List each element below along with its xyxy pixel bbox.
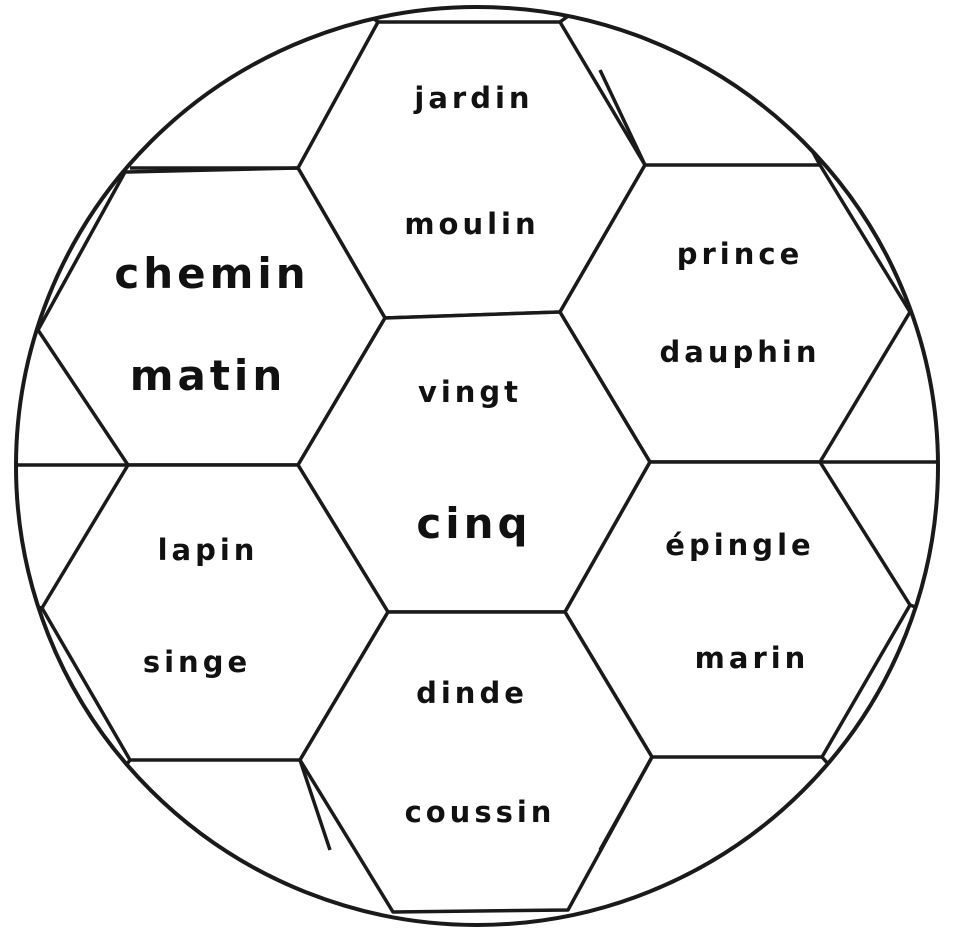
word-cinq: cinq <box>416 499 531 548</box>
word-singe: singe <box>143 645 251 679</box>
word-prince: prince <box>677 237 804 271</box>
word-dinde: dinde <box>416 676 528 710</box>
word-matin: matin <box>130 351 286 400</box>
word-dauphin: dauphin <box>660 335 821 369</box>
word-chemin: chemin <box>114 249 309 298</box>
ball-outline <box>14 5 940 927</box>
word-coussin: coussin <box>405 795 556 829</box>
word-jardin: jardin <box>413 81 533 115</box>
word-moulin: moulin <box>404 207 539 241</box>
word-epingle: épingle <box>665 528 814 562</box>
word-marin: marin <box>695 641 810 675</box>
word-lapin: lapin <box>158 533 259 567</box>
word-vingt: vingt <box>418 375 522 409</box>
